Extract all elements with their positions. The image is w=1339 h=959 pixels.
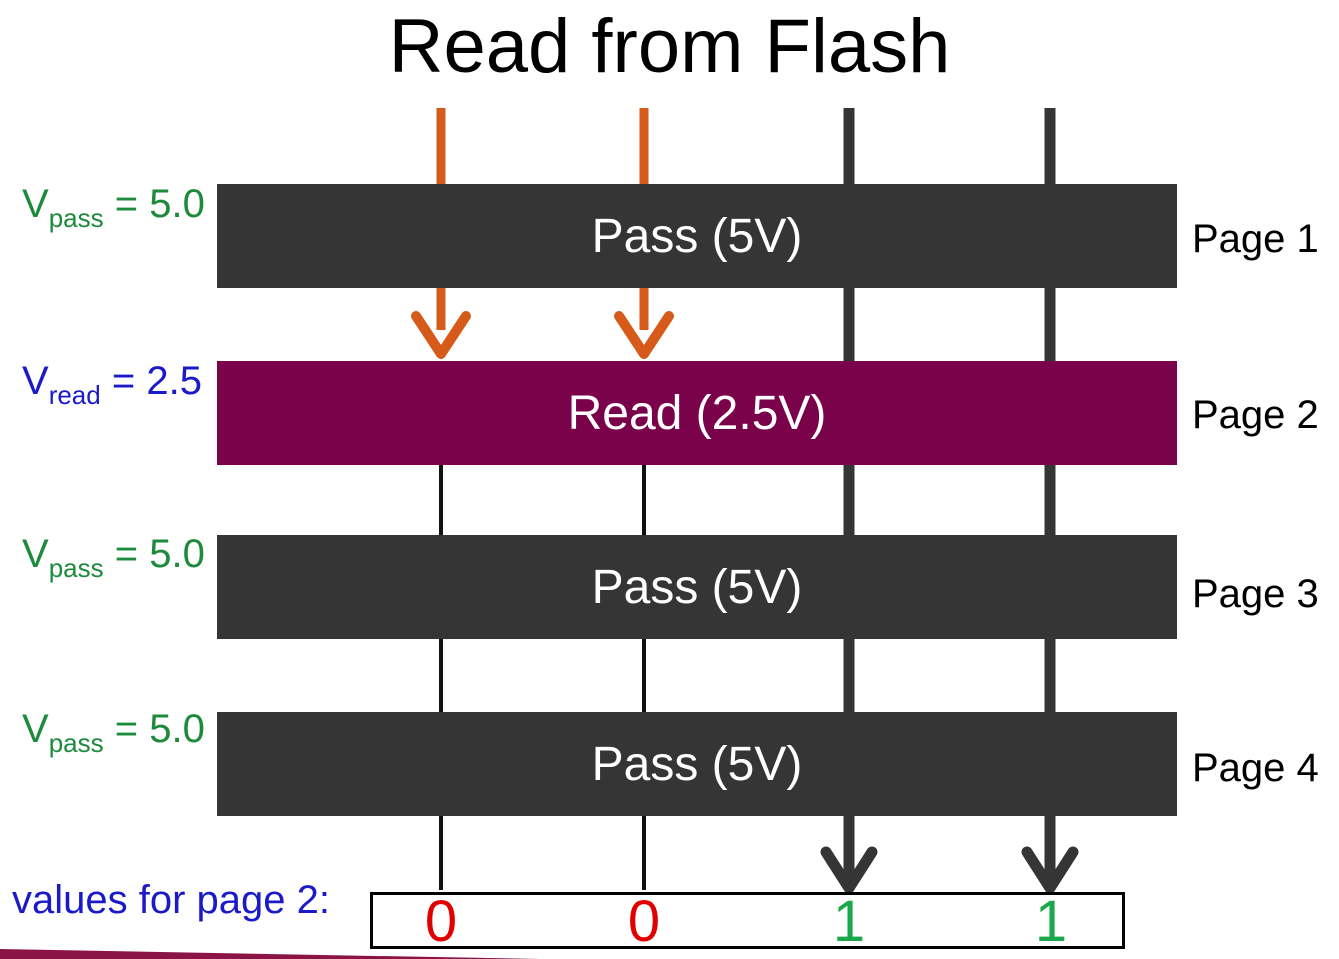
voltage-symbol: V — [22, 707, 49, 751]
voltage-label-page-2: Vread = 2.5 — [22, 359, 202, 408]
bitline-4-arrowhead — [1021, 846, 1079, 894]
voltage-value: = 5.0 — [114, 182, 205, 226]
values-caption: values for page 2: — [12, 878, 330, 922]
bitline-2-arrowhead — [614, 311, 674, 359]
wordline-page-2: Read (2.5V) — [217, 361, 1177, 465]
voltage-symbol: V — [22, 359, 49, 403]
wordline-label: Pass (5V) — [591, 209, 803, 263]
voltage-subscript: pass — [48, 728, 104, 758]
voltage-subscript: pass — [48, 203, 104, 233]
voltage-value: = 5.0 — [114, 707, 205, 751]
slide-accent-stripe — [0, 949, 540, 959]
page-label-4: Page 4 — [1192, 746, 1319, 790]
voltage-subscript: read — [48, 380, 101, 410]
value-bit-4: 1 — [1034, 889, 1068, 954]
value-bit-2: 0 — [627, 889, 661, 954]
wordline-page-4: Pass (5V) — [217, 712, 1177, 816]
voltage-symbol: V — [22, 532, 49, 576]
voltage-label-page-3: Vpass = 5.0 — [22, 532, 205, 581]
values-box — [370, 892, 1125, 949]
wordline-page-1: Pass (5V) — [217, 184, 1177, 288]
voltage-subscript: pass — [48, 553, 104, 583]
voltage-value: = 5.0 — [114, 532, 205, 576]
voltage-label-page-4: Vpass = 5.0 — [22, 707, 205, 756]
wordline-page-3: Pass (5V) — [217, 535, 1177, 639]
voltage-label-page-1: Vpass = 5.0 — [22, 182, 205, 231]
page-label-2: Page 2 — [1192, 393, 1319, 437]
voltage-symbol: V — [22, 182, 49, 226]
page-label-1: Page 1 — [1192, 217, 1319, 261]
bitline-1-arrowhead — [411, 311, 471, 359]
value-bit-3: 1 — [832, 889, 866, 954]
wordline-label: Pass (5V) — [591, 737, 803, 791]
voltage-value: = 2.5 — [111, 359, 202, 403]
slide-title: Read from Flash — [388, 4, 951, 89]
wordline-label: Read (2.5V) — [567, 386, 827, 440]
value-bit-1: 0 — [424, 889, 458, 954]
wordline-label: Pass (5V) — [591, 560, 803, 614]
page-label-3: Page 3 — [1192, 572, 1319, 616]
bitline-3-arrowhead — [820, 846, 878, 894]
